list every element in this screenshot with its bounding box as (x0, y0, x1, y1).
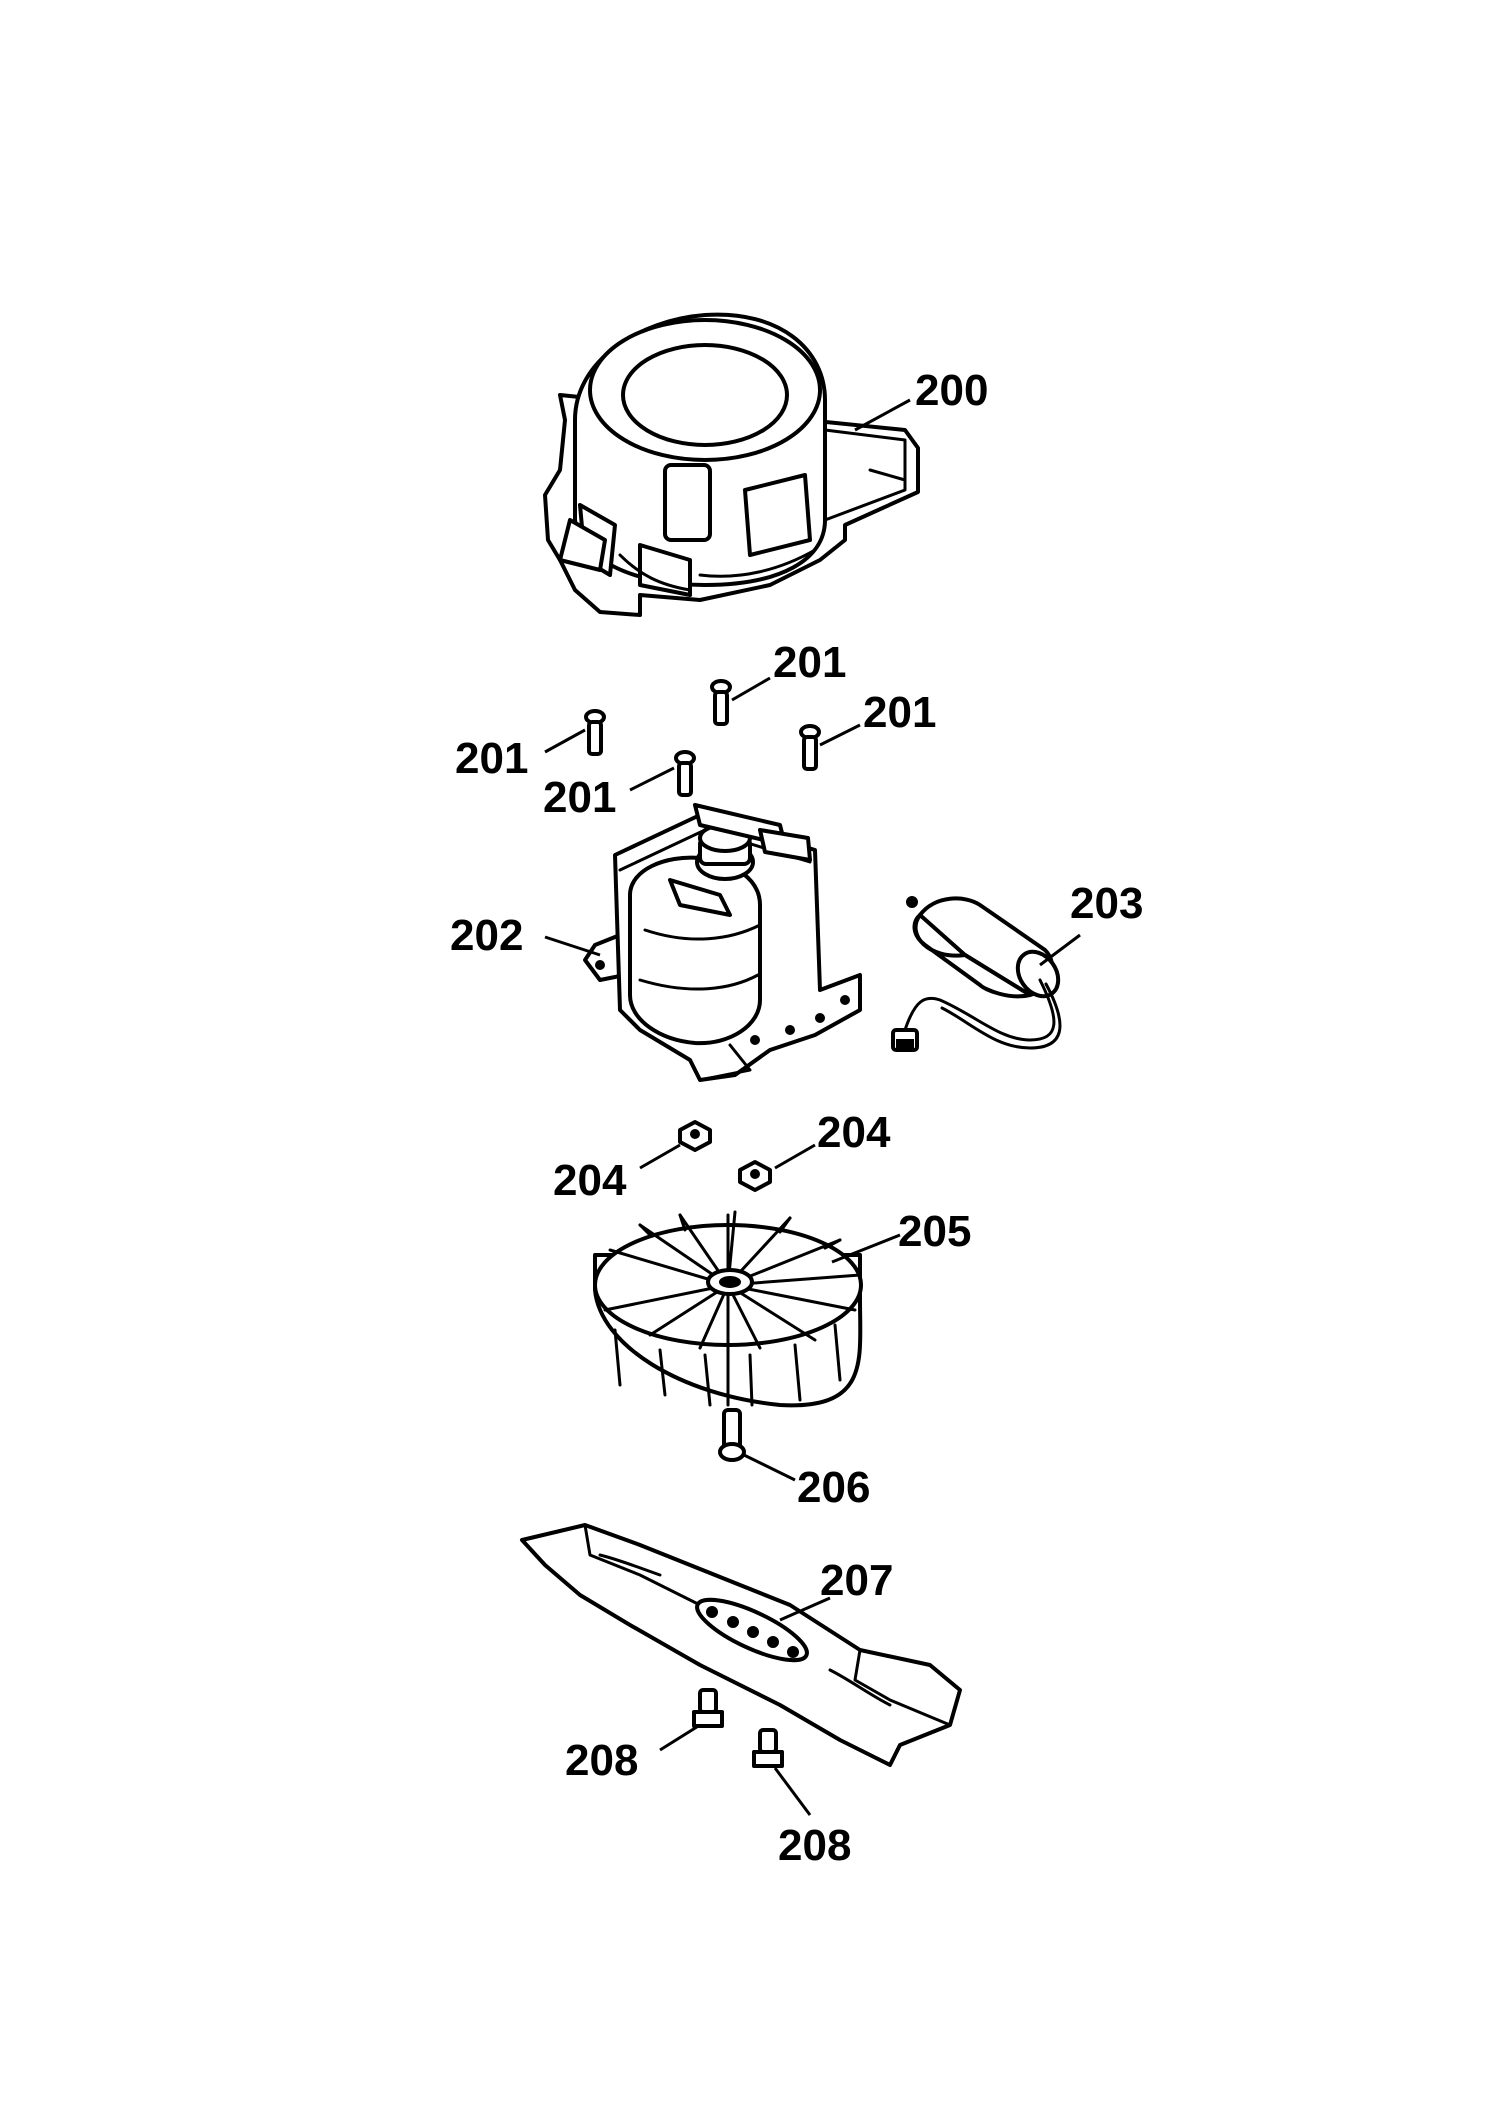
callout-203: 203 (1039, 879, 1143, 967)
callout-207: 207 (779, 1556, 893, 1622)
callout-label-201-right: 201 (863, 688, 936, 737)
part-204-nut-left (678, 1120, 712, 1152)
part-202-motor (583, 803, 862, 1082)
callout-label-202: 202 (450, 911, 523, 960)
callout-202: 202 (450, 911, 601, 960)
callout-label-207: 207 (820, 1556, 893, 1605)
callout-label-208-right: 208 (778, 1821, 851, 1870)
callout-201-middle: 201 (543, 766, 675, 822)
callout-label-208-left: 208 (565, 1736, 638, 1785)
callout-200: 200 (854, 366, 988, 432)
part-204-nut-right (738, 1160, 772, 1192)
part-203-capacitor (891, 896, 1062, 1052)
part-201-screw-middle (674, 750, 696, 797)
callout-label-201-middle: 201 (543, 773, 616, 822)
part-205-fan (593, 1210, 863, 1408)
part-200-motor-housing (543, 312, 920, 617)
callout-205: 205 (831, 1207, 971, 1264)
callout-label-203: 203 (1070, 879, 1143, 928)
callout-label-201-left: 201 (455, 734, 528, 783)
part-201-screw-left (584, 709, 606, 756)
callout-204-right: 204 (774, 1108, 891, 1170)
part-201-screw-right (799, 724, 821, 771)
part-206-fan-screw (718, 1408, 746, 1462)
callout-201-top: 201 (731, 638, 846, 702)
callout-201-left: 201 (455, 728, 586, 783)
callout-206: 206 (743, 1453, 870, 1512)
callout-label-201-top: 201 (773, 638, 846, 687)
callout-label-204-right: 204 (817, 1108, 891, 1157)
part-208-bolt-left (692, 1688, 724, 1728)
callout-label-205: 205 (898, 1207, 971, 1256)
callout-201-right: 201 (819, 688, 936, 747)
callout-label-200: 200 (915, 366, 988, 415)
callout-label-204-left: 204 (553, 1156, 627, 1205)
callout-208-left: 208 (565, 1723, 701, 1785)
callout-label-206: 206 (797, 1463, 870, 1512)
part-208-bolt-right (752, 1728, 784, 1768)
callout-204-left: 204 (553, 1143, 681, 1205)
part-201-screw-top (710, 679, 732, 726)
part-207-blade (520, 1523, 962, 1767)
callout-208-right: 208 (773, 1767, 851, 1870)
